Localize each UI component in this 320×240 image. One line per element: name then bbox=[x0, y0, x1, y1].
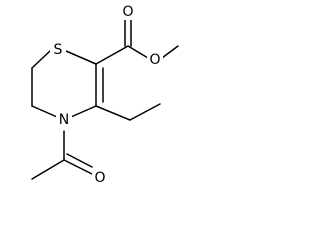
bond-acetyl-o-double bbox=[66, 153, 93, 168]
atom-label-nitrogen: N bbox=[59, 112, 69, 128]
bond-c5-n bbox=[31, 105, 58, 118]
bond-s-c2 bbox=[65, 50, 97, 65]
bond-s-c6 bbox=[31, 50, 51, 69]
bond-c2-carbonyl bbox=[95, 45, 129, 65]
atom-label-ester-carbonyl-oxygen: O bbox=[122, 4, 133, 20]
bond-acetyl-methyl bbox=[31, 159, 65, 180]
bond-carbonyl-oester bbox=[127, 45, 149, 59]
atom-label-ester-oxygen: O bbox=[149, 52, 160, 68]
atom-labels: S N O O O bbox=[50, 4, 163, 186]
bond-acetyl-o bbox=[63, 159, 93, 175]
atom-label-acetyl-oxygen: O bbox=[94, 170, 105, 186]
bond-oester-methyl bbox=[161, 45, 179, 59]
bond-n-c3 bbox=[70, 105, 97, 118]
bond-ethyl-ch2-ch3 bbox=[129, 103, 161, 121]
molecule-diagram: S N O O O bbox=[0, 0, 182, 198]
bonds bbox=[31, 17, 179, 180]
bond-c3-ethyl-ch2 bbox=[95, 105, 131, 121]
atom-label-sulfur: S bbox=[54, 42, 63, 58]
structure-canvas: S N O O O bbox=[31, 4, 179, 186]
